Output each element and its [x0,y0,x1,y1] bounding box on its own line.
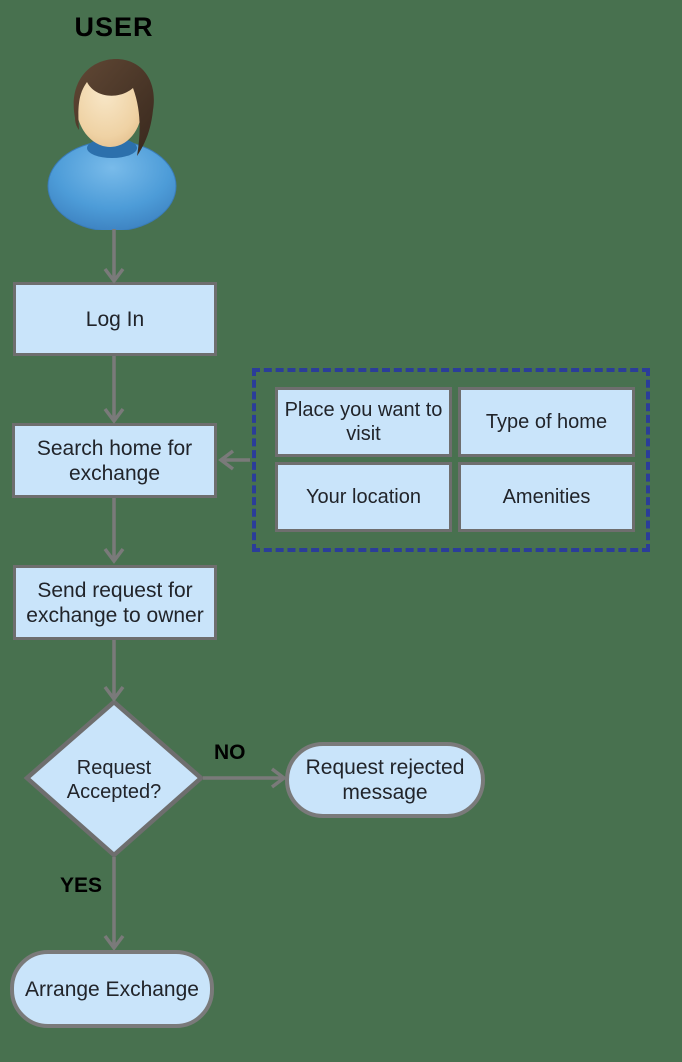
arrow-decision-to-arrange [103,857,125,951]
node-arrange-exchange-label: Arrange Exchange [25,977,199,1001]
arrow-user-to-login [103,229,125,284]
actor-title: USER [74,12,154,42]
criteria-type-of-home: Type of home [458,387,635,457]
criteria-amenities-label: Amenities [502,486,591,508]
node-search-home: Search home for exchange [12,423,217,498]
node-send-request-label: Send request for exchange to owner [26,578,204,627]
node-request-rejected-label: Request rejected message [305,756,465,804]
node-login-label: Log In [85,307,145,331]
arrow-decision-to-rejected [203,767,287,789]
criteria-type-of-home-label: Type of home [485,411,608,433]
node-arrange-exchange: Arrange Exchange [10,950,214,1028]
criteria-your-location-label: Your location [306,486,421,508]
criteria-your-location: Your location [275,462,452,532]
edge-label-no: NO [214,741,246,764]
criteria-place-to-visit: Place you want to visit [275,387,452,457]
node-send-request: Send request for exchange to owner [13,565,217,640]
arrow-search-to-send [103,498,125,564]
node-login: Log In [13,282,217,356]
criteria-place-to-visit-label: Place you want to visit [284,399,443,445]
criteria-amenities: Amenities [458,462,635,532]
node-request-rejected: Request rejected message [285,742,485,818]
arrow-send-to-decision [103,640,125,702]
arrow-criteria-to-search [218,449,250,471]
criteria-group-frame [252,368,650,552]
user-avatar-icon [47,59,177,230]
arrow-login-to-search [103,356,125,424]
node-search-home-label: Search home for exchange [36,436,193,485]
edge-label-yes: YES [60,874,103,897]
node-decision-label: Request Accepted? [66,757,162,803]
